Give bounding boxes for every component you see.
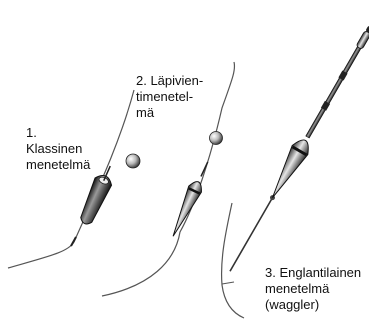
fishing-line-3 — [222, 203, 244, 318]
label-classic-method: 1. Klassinen menetelmä — [26, 125, 90, 173]
label-sliding-method: 2. Läpivien- timenetel- mä — [136, 73, 203, 121]
float-classic — [8, 90, 140, 268]
float-tip-ball — [126, 154, 140, 168]
label-waggler-method: 3. Englantilainen menetelmä (waggler) — [265, 265, 361, 313]
fishing-line-1 — [8, 90, 134, 268]
stopper-bead — [210, 132, 223, 145]
